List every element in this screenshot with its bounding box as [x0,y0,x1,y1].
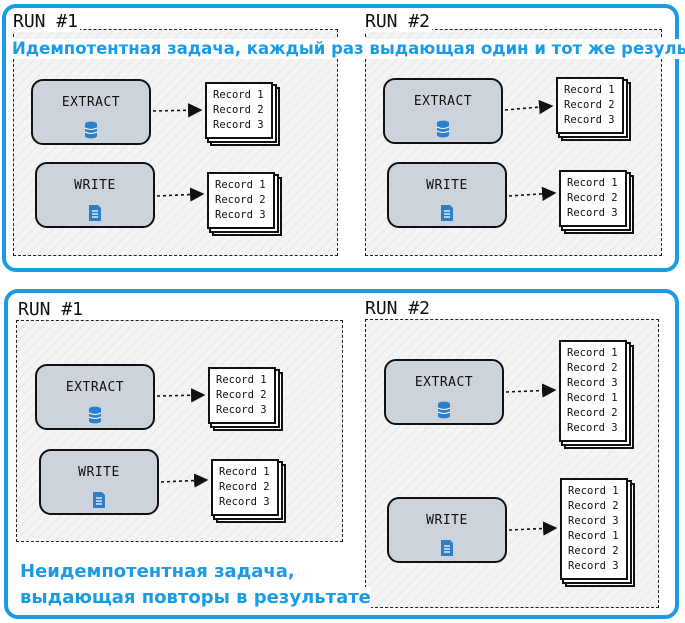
record-line: Record 2 [568,500,619,512]
bottom-run2-extract-records: Record 1 Record 2 Record 3 Record 1 Reco… [559,340,627,442]
top-run1-write-records: Record 1 Record 2 Record 3 [207,172,275,229]
record-line: Record 1 [216,374,267,386]
bottom-run1-extract-records: Record 1 Record 2 Record 3 [208,367,276,424]
record-line: Record 1 [567,177,618,189]
top-run2-extract-records: Record 1 Record 2 Record 3 [556,77,624,134]
record-line: Record 2 [215,194,266,206]
database-icon [437,401,451,419]
record-line: Record 2 [567,362,618,374]
record-line: Record 1 [219,466,270,478]
document-icon [441,540,453,556]
top-run2-label: RUN #2 [363,11,433,32]
document-icon [441,205,453,221]
record-line: Record 1 [215,179,266,191]
top-run2-write-task: WRITE [387,162,507,228]
record-line: Record 2 [213,104,264,116]
top-run2-extract-task: EXTRACT [383,78,503,144]
record-line: Record 3 [215,209,266,221]
document-icon [93,492,105,508]
database-icon [436,120,450,138]
idempotent-caption: Идемпотентная задача, каждый раз выдающа… [12,39,685,59]
record-line: Record 3 [213,119,264,131]
top-run1-extract-task: EXTRACT [31,79,151,145]
top-run1-write-task: WRITE [35,162,155,228]
bottom-run1-extract-task: EXTRACT [35,364,155,430]
record-line: Record 1 [213,89,264,101]
record-line: Record 1 [568,485,619,497]
record-line: Record 2 [564,99,615,111]
non-idempotent-caption-line1: Неидемпотентная задача, [20,561,295,583]
write-label: WRITE [74,178,116,193]
bottom-run2-extract-task: EXTRACT [384,359,504,425]
record-line: Record 2 [216,389,267,401]
record-line: Record 3 [567,377,618,389]
extract-label: EXTRACT [413,94,473,109]
record-line: Record 1 [567,347,618,359]
bottom-run2-write-task: WRITE [387,497,507,563]
bottom-run1-write-task: WRITE [39,449,159,515]
write-label: WRITE [426,513,468,528]
record-line: Record 3 [219,496,270,508]
record-line: Record 1 [567,392,618,404]
bottom-run1-write-records: Record 1 Record 2 Record 3 [211,459,279,516]
write-label: WRITE [426,178,468,193]
bottom-run1-label: RUN #1 [16,299,86,320]
record-line: Record 3 [568,515,619,527]
top-run1-label: RUN #1 [11,11,81,32]
record-line: Record 3 [567,207,618,219]
top-run2-write-records: Record 1 Record 2 Record 3 [559,170,627,227]
database-icon [88,406,102,424]
record-line: Record 1 [568,530,619,542]
record-line: Record 3 [564,114,615,126]
top-run1-extract-records: Record 1 Record 2 Record 3 [205,82,273,139]
record-line: Record 2 [219,481,270,493]
record-line: Record 3 [568,560,619,572]
non-idempotent-caption-line2: выдающая повторы в результате [20,587,371,609]
write-label: WRITE [78,465,120,480]
record-line: Record 2 [567,192,618,204]
extract-label: EXTRACT [61,95,121,110]
database-icon [84,121,98,139]
record-line: Record 3 [567,422,618,434]
extract-label: EXTRACT [65,380,125,395]
bottom-run2-label: RUN #2 [363,298,433,319]
bottom-run2-write-records: Record 1 Record 2 Record 3 Record 1 Reco… [560,478,628,580]
record-line: Record 3 [216,404,267,416]
document-icon [89,205,101,221]
record-line: Record 2 [568,545,619,557]
extract-label: EXTRACT [414,375,474,390]
record-line: Record 1 [564,84,615,96]
record-line: Record 2 [567,407,618,419]
